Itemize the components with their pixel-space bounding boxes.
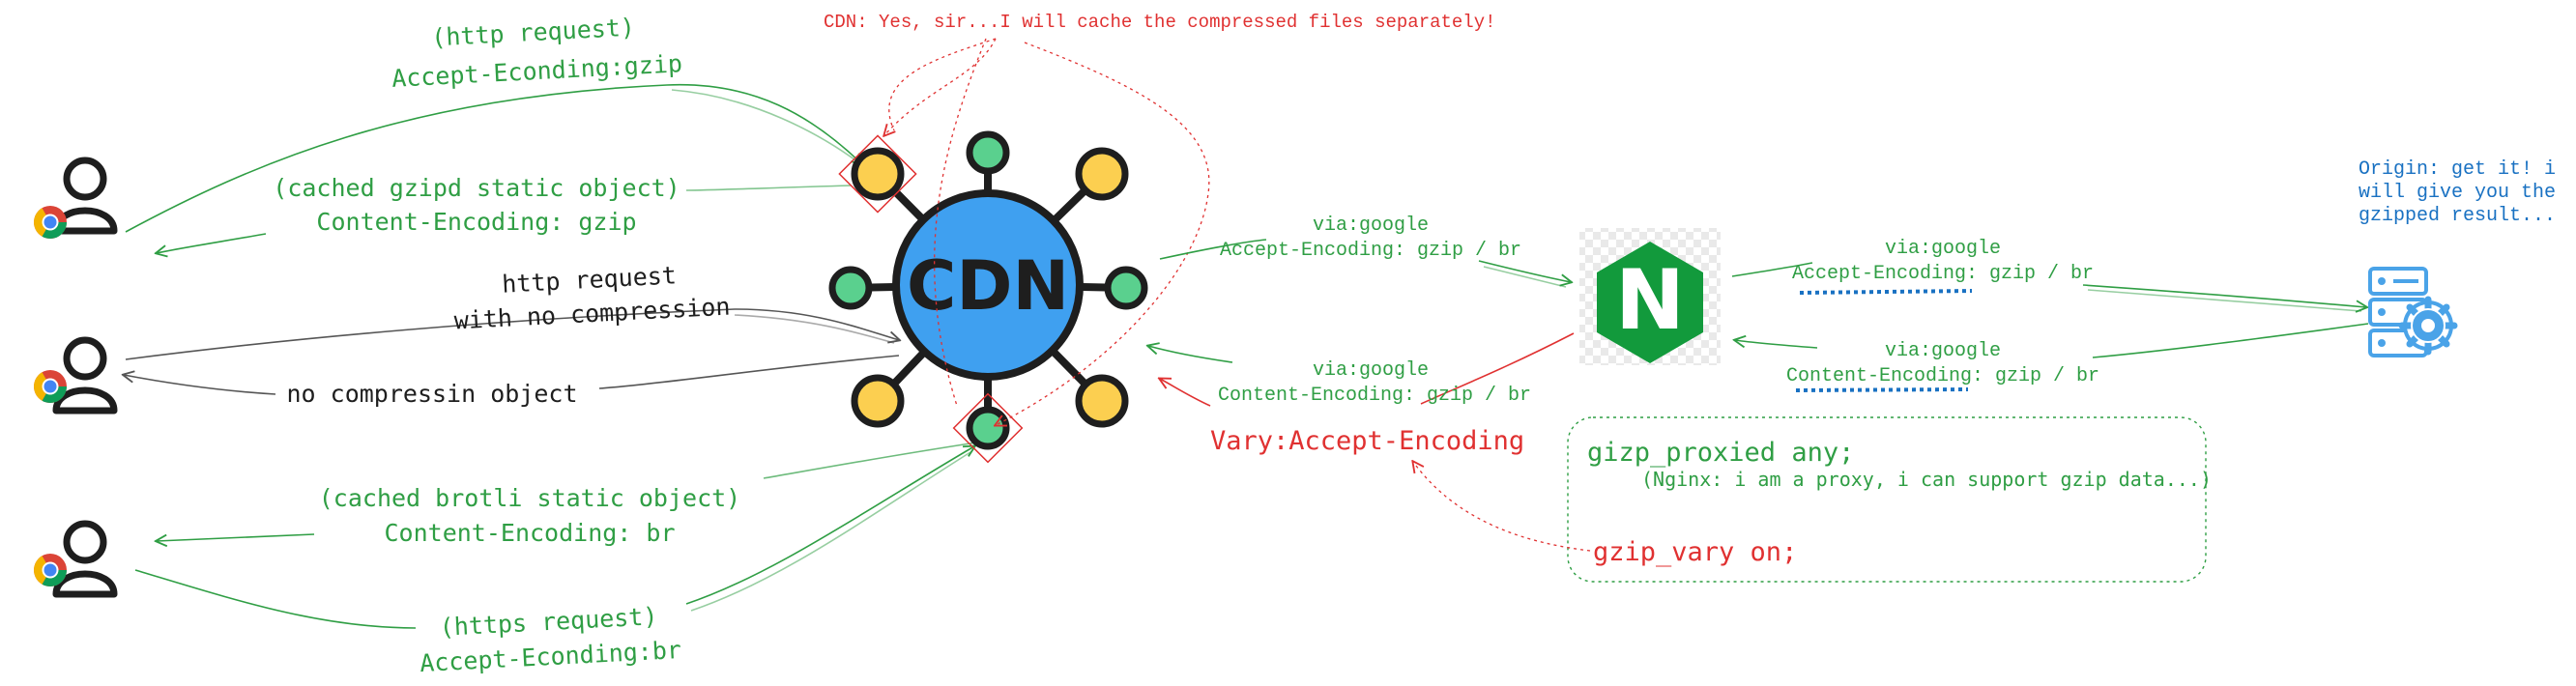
underline-decoration	[1799, 289, 1973, 295]
nginx-to-origin-line2: Accept-Encoding: gzip / br	[1792, 263, 2094, 285]
cache-highlight-marker	[952, 392, 1024, 464]
client2-response-line1: no compressin object	[286, 380, 577, 408]
client3-response-line1: (cached brotli static object)	[319, 484, 741, 512]
cdn-hub-icon: CDN	[828, 130, 1148, 450]
user-icon	[56, 524, 114, 594]
config-pointer	[1413, 462, 1591, 552]
client3-response-line2: Content-Encoding: br	[384, 519, 675, 547]
client-1	[34, 160, 114, 239]
cdn-to-nginx-arrow	[1159, 239, 1571, 288]
client1-request-arrow	[125, 83, 862, 233]
cdn-label: CDN	[907, 246, 1069, 326]
vary-header-label: Vary:Accept-Encoding	[1210, 426, 1524, 456]
nginx-to-cdn-arrow	[1148, 346, 1233, 363]
client1-response-arrow	[157, 185, 852, 253]
origin-note-line1: Origin: get it! i	[2359, 158, 2556, 181]
cdn-note: CDN: Yes, sir...I will cache the compres…	[824, 12, 1496, 33]
client3-request-arrow	[134, 446, 974, 629]
cdn-note-pointer	[884, 38, 1210, 425]
chrome-icon	[34, 370, 67, 403]
client2-request-line2: with no compression	[453, 293, 731, 335]
origin-note-line2: will give you the	[2359, 182, 2556, 204]
cdn-to-nginx-line1: via:google	[1313, 214, 1429, 237]
nginx-logo-icon: N	[1579, 228, 1721, 365]
underline-decoration	[1795, 387, 1969, 392]
cache-highlight-marker	[838, 134, 917, 214]
client2-request-line1: http request	[502, 261, 678, 298]
config-directive-gzip-vary: gzip_vary on;	[1593, 537, 1797, 567]
client3-request-line2: Accept-Econding:br	[420, 636, 682, 677]
client-3	[34, 524, 114, 594]
chrome-icon	[34, 554, 67, 586]
nginx-to-cdn-line1: via:google	[1313, 359, 1429, 382]
origin-to-nginx-line1: via:google	[1885, 340, 2001, 362]
nginx-to-cdn-line2: Content-Encoding: gzip / br	[1218, 385, 1531, 407]
client3-request-line1: (https request)	[439, 602, 658, 642]
client2-response-arrow	[124, 355, 900, 395]
user-icon	[56, 340, 114, 411]
config-directive-gzip-proxied: gizp_proxied any;	[1587, 438, 1854, 468]
server-gear-icon	[2368, 267, 2458, 357]
client3-response-arrow	[157, 442, 977, 541]
nginx-to-origin-line1: via:google	[1885, 238, 2001, 260]
client-2	[34, 340, 114, 411]
cdn-to-nginx-line2: Accept-Encoding: gzip / br	[1220, 240, 1521, 262]
origin-to-nginx-line2: Content-Encoding: gzip / br	[1786, 365, 2099, 387]
nginx-label: N	[1615, 252, 1685, 349]
client1-response-line1: (cached gzipd static object)	[273, 174, 680, 202]
chrome-icon	[34, 206, 67, 239]
client1-request-line1: (http request)	[431, 14, 636, 52]
config-comment: (Nginx: i am a proxy, i can support gzip…	[1641, 468, 2212, 491]
client1-response-line2: Content-Encoding: gzip	[316, 208, 636, 236]
vary-arrow	[1160, 332, 1575, 407]
nginx-to-origin-arrow	[1731, 262, 2366, 311]
nginx-config-box	[1567, 416, 2207, 583]
origin-note-line3: gzipped result...	[2359, 205, 2556, 227]
client2-request-arrow	[125, 308, 899, 360]
origin-to-nginx-arrow	[1735, 323, 2369, 358]
